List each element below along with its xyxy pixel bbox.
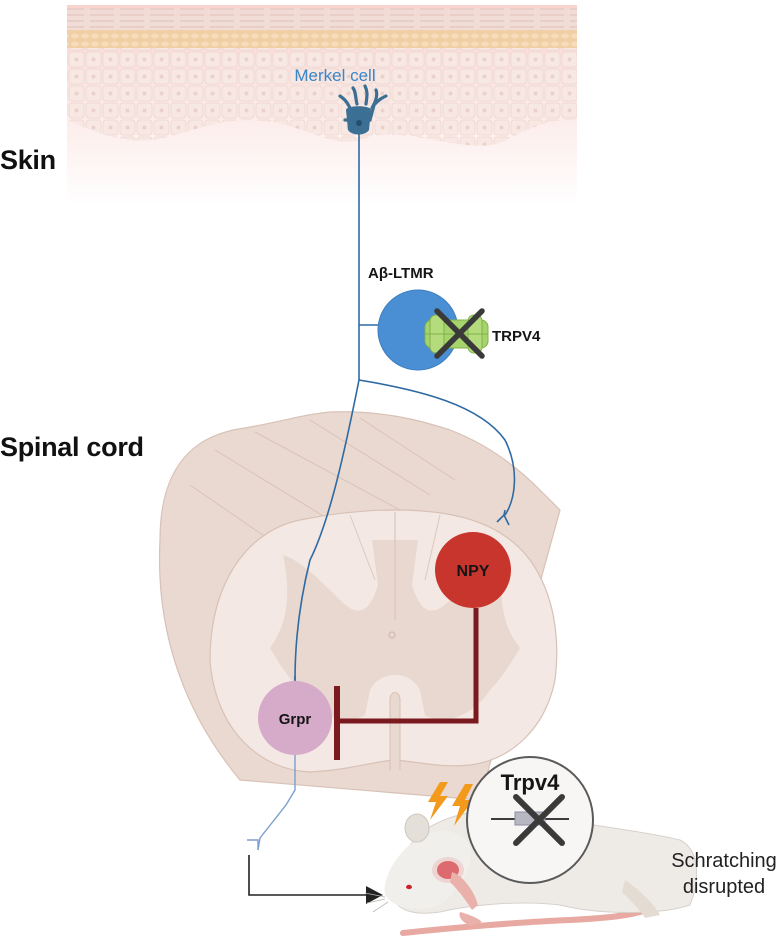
skin-label: Skin (0, 145, 56, 175)
outcome-arrow (248, 855, 383, 904)
npy-label: NPY (457, 563, 490, 580)
inhibitory-connection (334, 608, 479, 760)
gene-knockout-x-icon (513, 794, 565, 846)
outcome-line-2: disrupted (683, 876, 765, 898)
merkel-cell-icon (338, 84, 388, 135)
grpr-label: Grpr (279, 711, 312, 728)
skin-tissue (67, 5, 577, 205)
spinal-cord (158, 411, 561, 801)
knockout-x-icon (434, 308, 485, 359)
npy-neuron (435, 532, 511, 608)
trpv4-channel-label: TRPV4 (492, 328, 541, 345)
spinal-cord-label: Spinal cord (0, 432, 144, 462)
itch-lightning-icon (428, 782, 473, 826)
merkel-cell-label: Merkel cell (294, 66, 375, 85)
grpr-output-fiber (247, 755, 296, 851)
trpv4-knockout-badge (466, 756, 594, 884)
grpr-neuron (258, 681, 332, 755)
outcome-line-1: Schratching (671, 850, 777, 872)
knockout-gene-label: Trpv4 (501, 770, 560, 795)
ab-ltmr-label: Aβ-LTMR (368, 265, 434, 282)
